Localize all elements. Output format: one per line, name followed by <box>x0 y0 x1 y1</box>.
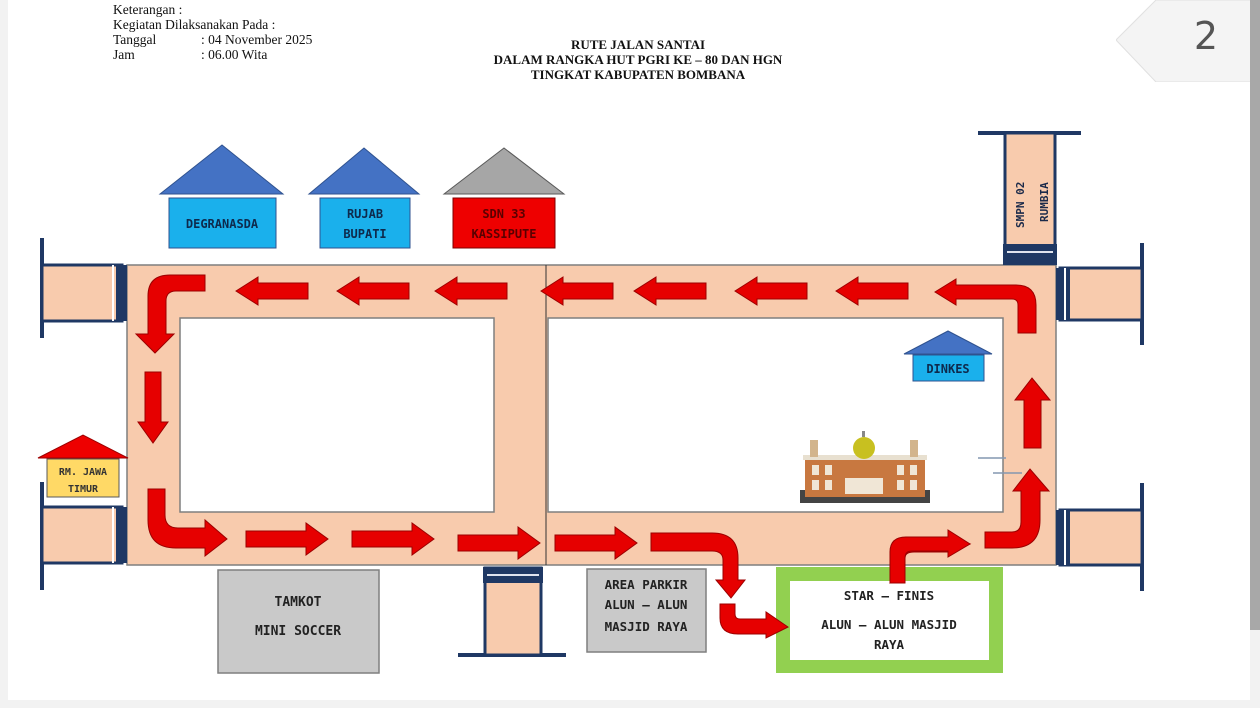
arrow-turn-down <box>650 532 747 599</box>
keterangan-label: Keterangan : <box>113 2 183 17</box>
tanggal-value: : 04 November 2025 <box>201 32 313 47</box>
rm-label-2: TIMUR <box>68 484 99 495</box>
arrow-right <box>245 522 329 556</box>
sdn-label-2: KASSIPUTE <box>471 227 536 241</box>
tamkot-label-1: TAMKOT <box>275 595 322 610</box>
start-label-1: STAR – FINIS <box>844 588 934 603</box>
building-degranasda[interactable]: DEGRANASDA <box>158 144 285 249</box>
building-area-parkir[interactable]: AREA PARKIR ALUN – ALUN MASJID RAYA <box>586 568 707 653</box>
arrow-left <box>235 276 309 306</box>
arrow-left <box>540 276 614 306</box>
roof-icon <box>307 147 421 195</box>
parkir-label-1: AREA PARKIR <box>605 577 688 592</box>
jam-label: Jam <box>113 47 135 62</box>
building-dinkes[interactable]: DINKES <box>903 330 993 382</box>
block-left <box>179 317 495 513</box>
kegiatan-label: Kegiatan Dilaksanakan Pada : <box>113 17 276 32</box>
side-road-bottom <box>458 566 566 657</box>
smpn-label-2: RUMBIA <box>1038 182 1051 222</box>
roof-icon <box>442 147 566 195</box>
arrow-left <box>434 276 508 306</box>
side-road-right-top <box>1056 243 1144 345</box>
title-line-2: DALAM RANGKA HUT PGRI KE – 80 DAN HGN <box>493 52 783 67</box>
building-rujab-bupati[interactable]: RUJAB BUPATI <box>307 147 421 249</box>
title-line-3: TINGKAT KABUPATEN BOMBANA <box>530 67 746 82</box>
arrow-right <box>554 526 638 560</box>
rujab-label-2: BUPATI <box>343 227 386 241</box>
degranasda-label: DEGRANASDA <box>186 217 259 231</box>
scrollbar[interactable] <box>1250 0 1260 630</box>
rujab-label-1: RUJAB <box>347 207 383 221</box>
event-info: Keterangan : Kegiatan Dilaksanakan Pada … <box>113 2 312 62</box>
building-tamkot[interactable]: TAMKOT MINI SOCCER <box>217 569 380 674</box>
building-sdn-33[interactable]: SDN 33 KASSIPUTE <box>442 147 566 249</box>
arrow-down <box>137 371 169 444</box>
title-line-1: RUTE JALAN SANTAI <box>570 37 706 52</box>
arrow-up <box>1013 377 1052 449</box>
page-number: 2 <box>1193 14 1219 58</box>
route-arrows <box>134 274 1052 639</box>
side-road-top-smpn: SMPN 02 RUMBIA <box>978 131 1081 265</box>
arrow-right <box>351 522 435 556</box>
jam-value: : 06.00 Wita <box>201 47 268 62</box>
arrow-left <box>633 276 707 306</box>
start-label-3: RAYA <box>874 637 905 652</box>
route-map: .road{fill:#f8cbad;stroke:#7f7f7f;stroke… <box>37 131 1144 674</box>
arrow-turn-up <box>984 468 1051 549</box>
arrow-turn-left <box>934 278 1037 334</box>
dinkes-label: DINKES <box>926 362 969 376</box>
parkir-label-2: ALUN – ALUN <box>605 597 688 612</box>
page-title: RUTE JALAN SANTAI DALAM RANGKA HUT PGRI … <box>438 37 838 82</box>
arrow-left <box>734 276 808 306</box>
arrow-turn-right <box>147 488 228 558</box>
building-rm-jawa-timur[interactable]: RM. JAWA TIMUR <box>37 434 129 498</box>
side-road-left-bottom <box>40 482 127 590</box>
arrow-turn-right-exit <box>889 529 971 584</box>
arrow-left <box>336 276 410 306</box>
rm-label-1: RM. JAWA <box>59 467 107 478</box>
mosque-icon <box>800 431 1022 503</box>
arrow-turn-down <box>134 274 206 354</box>
tamkot-label-2: MINI SOCCER <box>255 624 341 639</box>
document-page: Keterangan : Kegiatan Dilaksanakan Pada … <box>8 0 1254 700</box>
roof-icon <box>158 144 285 195</box>
roof-icon <box>37 434 129 459</box>
parkir-label-3: MASJID RAYA <box>605 619 688 634</box>
start-label-2: ALUN – ALUN MASJID <box>821 617 956 632</box>
start-finish-area[interactable]: STAR – FINIS ALUN – ALUN MASJID RAYA <box>776 567 1003 673</box>
page-number-badge: 2 <box>1116 0 1254 82</box>
road-network <box>126 264 1057 566</box>
sdn-label-1: SDN 33 <box>482 207 525 221</box>
roof-icon <box>903 330 993 355</box>
arrow-left <box>835 276 909 306</box>
side-road-right-bottom <box>1056 483 1144 591</box>
tanggal-label: Tanggal <box>113 32 157 47</box>
arrow-right <box>457 526 541 560</box>
arrow-turn-right <box>719 603 789 639</box>
smpn-label-1: SMPN 02 <box>1014 182 1027 228</box>
side-road-left-top <box>40 238 127 338</box>
